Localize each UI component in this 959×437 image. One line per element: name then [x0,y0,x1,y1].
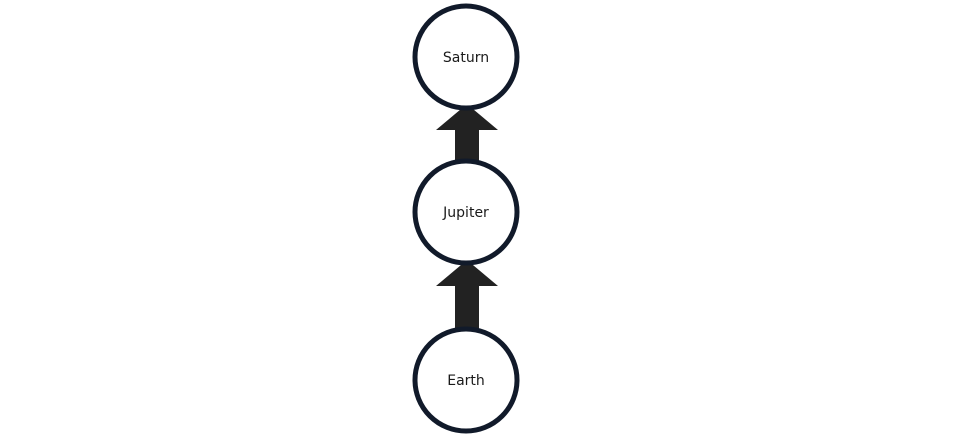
node-label-earth: Earth [447,373,485,389]
arrow-earth-to-jupiter [436,260,498,332]
node-jupiter: Jupiter [412,158,520,266]
node-earth: Earth [412,326,520,434]
node-label-jupiter: Jupiter [442,205,489,221]
node-saturn: Saturn [412,3,520,111]
node-label-saturn: Saturn [443,50,489,66]
arrow-jupiter-to-saturn [436,104,498,168]
